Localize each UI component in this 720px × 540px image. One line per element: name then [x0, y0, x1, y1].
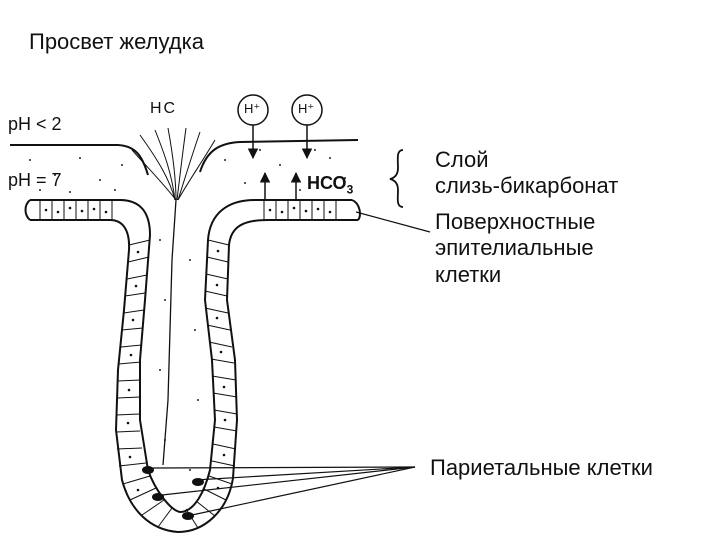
hco-subscript: 3 — [347, 183, 354, 197]
surface-cells-leader — [356, 212, 430, 232]
surface-cells-line3: клетки — [435, 262, 501, 287]
epithelium-left-edge — [26, 200, 31, 220]
hco-text: НСО — [307, 173, 347, 193]
mucus-stipple — [29, 149, 346, 471]
parietal-leader-4 — [192, 467, 415, 515]
parietal-cells — [142, 466, 204, 520]
hco-label: НСО3 — [307, 173, 353, 197]
layer-label-line2: слизь-бикарбонат — [435, 173, 618, 198]
page-title: Просвет желудка — [29, 29, 204, 54]
parietal-cells-label: Париетальные клетки — [430, 455, 653, 480]
surface-cell-walls — [40, 200, 336, 220]
hc-label: НС — [150, 100, 177, 118]
epithelium-outer-boundary — [30, 200, 352, 512]
surface-cells-line2: эпителиальные — [435, 235, 594, 260]
parietal-leader-1 — [153, 467, 415, 468]
ph-neutral-label: pH = 7 — [8, 170, 62, 191]
central-duct — [163, 200, 176, 465]
cell-nuclei — [45, 207, 332, 492]
epithelium-right-edge — [352, 200, 360, 220]
layer-label-line1: Слой — [435, 147, 489, 172]
ph-acid-label: pH < 2 — [8, 114, 62, 135]
right-wall-cell-walls — [186, 240, 237, 528]
surface-cells-line1: Поверхностные — [435, 209, 595, 234]
h-ion-right-label: H⁺ — [298, 102, 314, 117]
layer-brace — [390, 150, 403, 207]
epithelium-inner-boundary — [30, 220, 358, 532]
left-wall-cell-walls — [116, 240, 172, 527]
h-ion-left-label: H⁺ — [244, 102, 260, 117]
